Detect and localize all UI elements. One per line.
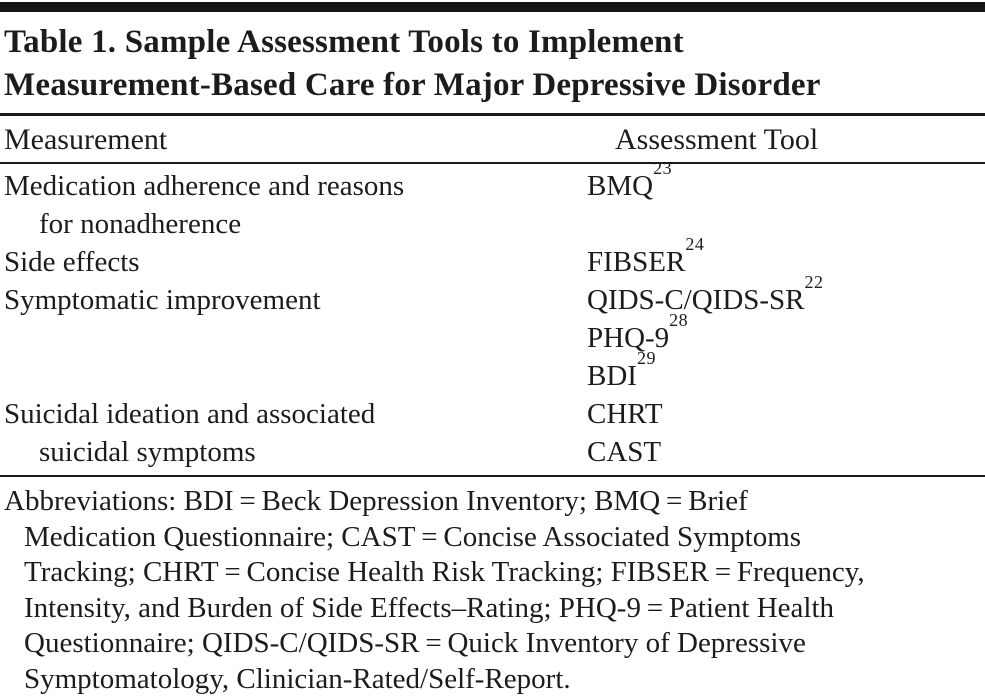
tool-name: QIDS-C/QIDS-SR bbox=[587, 284, 805, 316]
tool-name: BMQ bbox=[587, 170, 654, 202]
abbreviations-footnote: Abbreviations: BDI = Beck Depression Inv… bbox=[0, 477, 985, 697]
tool-entry: BMQ23 bbox=[587, 159, 985, 205]
table-title: Table 1. Sample Assessment Tools to Impl… bbox=[0, 12, 985, 113]
rule-below-header bbox=[0, 162, 985, 164]
table-row-symptomatic-improvement: Symptomatic improvement QIDS-C/QIDS-SR22… bbox=[0, 273, 985, 395]
footnote-line: Abbreviations: BDI = Beck Depression Inv… bbox=[4, 485, 748, 517]
tool-entry: CHRT bbox=[587, 395, 985, 433]
measurement-text-continuation: for nonadherence bbox=[39, 208, 242, 240]
tool-reference-superscript: 23 bbox=[653, 158, 673, 179]
tool-reference-superscript: 24 bbox=[685, 234, 705, 255]
measurement-text-continuation: suicidal symptoms bbox=[39, 436, 256, 468]
footnote-line: Questionnaire; QIDS-C/QIDS-SR = Quick In… bbox=[24, 627, 806, 659]
footnote-line: Medication Questionnaire; CAST = Concise… bbox=[24, 520, 802, 553]
column-header-measurement: Measurement bbox=[4, 123, 168, 156]
table-row-side-effects: Side effects FIBSER24 bbox=[0, 235, 985, 281]
footnote-line: Intensity, and Burden of Side Effects–Ra… bbox=[24, 591, 835, 624]
tool-name: BDI bbox=[587, 360, 637, 392]
measurement-cell: Side effects bbox=[0, 243, 584, 281]
footnote-line: Symptomatology, Clinician-Rated/Self-Rep… bbox=[24, 662, 571, 695]
footnote-line: Tracking; CHRT = Concise Health Risk Tra… bbox=[24, 556, 865, 588]
tool-cell: BMQ23 bbox=[584, 159, 985, 243]
rule-below-title bbox=[0, 113, 985, 116]
tool-entry: BDI29 bbox=[587, 349, 985, 395]
tool-reference-superscript: 22 bbox=[804, 272, 824, 293]
measurement-text: Symptomatic improvement bbox=[4, 284, 321, 316]
table-top-border bbox=[0, 2, 985, 12]
tool-entry: CAST bbox=[587, 433, 985, 471]
tool-entry: QIDS-C/QIDS-SR22 bbox=[587, 273, 985, 319]
table-body: Medication adherence and reasons for non… bbox=[0, 159, 985, 475]
rule-above-footnote bbox=[0, 475, 985, 477]
tool-cell: CHRT CAST bbox=[584, 395, 985, 471]
tool-name: CAST bbox=[587, 436, 662, 468]
tool-reference-superscript: 29 bbox=[636, 348, 656, 369]
tool-reference-superscript: 28 bbox=[669, 310, 689, 331]
measurement-text: Medication adherence and reasons bbox=[4, 170, 405, 202]
tool-name: CHRT bbox=[587, 398, 663, 430]
table-header-row: Measurement Assessment Tool bbox=[0, 116, 985, 162]
table-row-suicidal-ideation: Suicidal ideation and associated suicida… bbox=[0, 395, 985, 471]
column-header-assessment-tool: Assessment Tool bbox=[615, 123, 819, 156]
table-row-medication-adherence: Medication adherence and reasons for non… bbox=[0, 159, 985, 243]
table-title-line-2: Measurement-Based Care for Major Depress… bbox=[4, 67, 821, 103]
measurement-cell: Medication adherence and reasons for non… bbox=[0, 167, 584, 243]
tool-entry: PHQ-928 bbox=[587, 311, 985, 357]
tool-name: PHQ-9 bbox=[587, 322, 670, 354]
measurement-cell: Suicidal ideation and associated suicida… bbox=[0, 395, 584, 471]
table-title-line-1: Table 1. Sample Assessment Tools to Impl… bbox=[4, 24, 684, 60]
measurement-cell: Symptomatic improvement bbox=[0, 281, 584, 395]
tool-entry: FIBSER24 bbox=[587, 235, 985, 281]
measurement-text: Side effects bbox=[4, 246, 140, 278]
measurement-text: Suicidal ideation and associated bbox=[4, 398, 376, 430]
tool-cell: QIDS-C/QIDS-SR22 PHQ-928 BDI29 bbox=[584, 273, 985, 395]
tool-cell: FIBSER24 bbox=[584, 235, 985, 281]
tool-name: FIBSER bbox=[587, 246, 686, 278]
